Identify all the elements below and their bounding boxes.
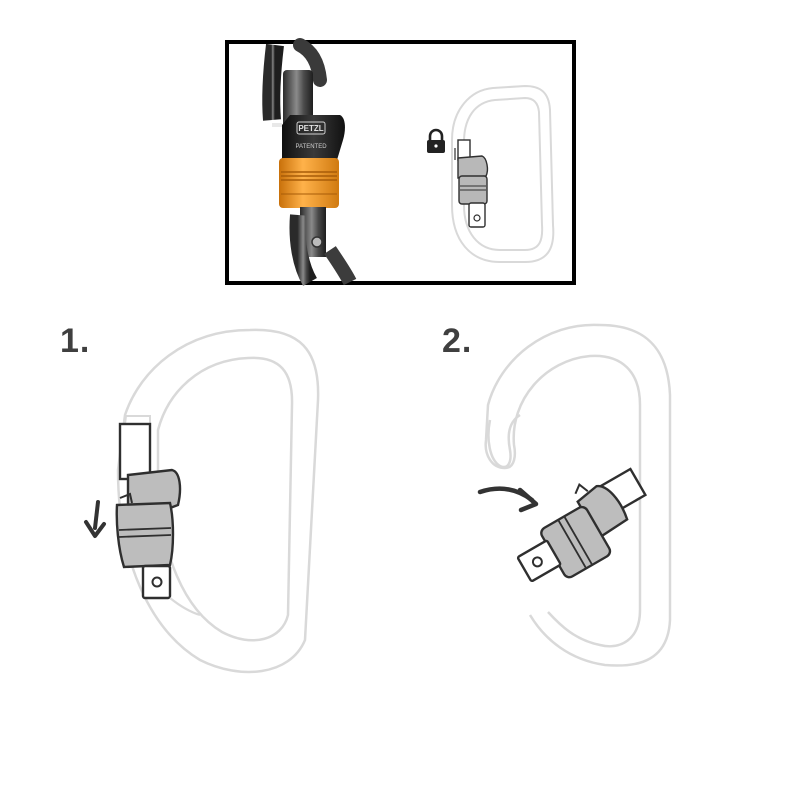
curved-arrow-icon [477,486,539,513]
photo-panel: PETZL PATENTED [225,38,576,287]
carabiner-locked-drawing [451,84,555,263]
patented-stamp: PATENTED [295,144,327,150]
carabiner-frame [484,323,642,648]
step-2-illustration [484,323,672,667]
orange-collar [279,158,339,208]
lock-icon [427,128,445,153]
step-1-illustration [115,328,320,674]
step-2-label: 2. [442,322,473,360]
carabiner-photo: PETZL PATENTED [262,38,357,287]
gate-bar [118,422,152,481]
black-sleeve [282,115,345,160]
arrow-down-icon [84,500,106,538]
step-1-label: 1. [60,322,91,360]
lock-sleeve [126,468,182,510]
brand-logo: PETZL [298,124,323,133]
carabiner-frame [116,328,320,674]
